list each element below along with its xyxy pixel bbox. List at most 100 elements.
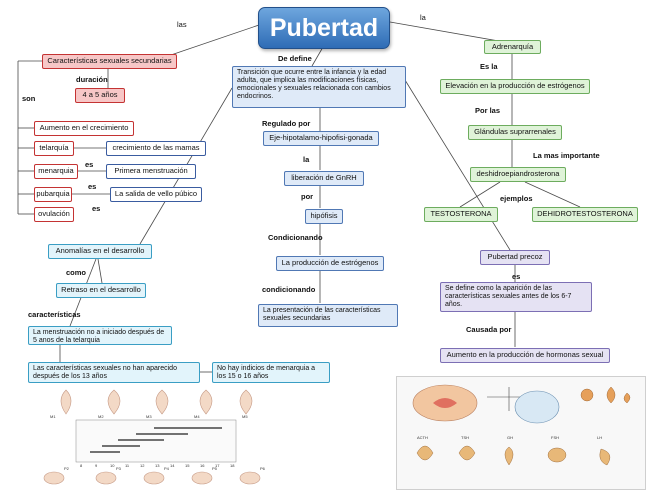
link-label-de-define: De define bbox=[278, 54, 312, 63]
node-edad[interactable]: 4 a 5 años bbox=[75, 88, 125, 103]
torso-figure-3 bbox=[155, 389, 169, 415]
hormone-label-4: FSH bbox=[551, 435, 559, 440]
node-no-indicios-menarquia[interactable]: No hay indicios de menarquia a los 15 o … bbox=[212, 362, 330, 383]
stage-label-top-5: M5 bbox=[242, 414, 248, 419]
endocrine-graphic: ACTH TSH GH FSH LH bbox=[412, 384, 631, 466]
node-definicion[interactable]: Transición que ocurre entre la infancia … bbox=[232, 66, 406, 108]
node-anomalias[interactable]: Anomalías en el desarrollo bbox=[48, 244, 152, 259]
node-eje-hipotalamo[interactable]: Eje-hipotalamo-hipofisi-gonada bbox=[263, 131, 379, 146]
pelvic-figure-5 bbox=[239, 471, 261, 485]
axis-tick-5: 13 bbox=[155, 463, 160, 468]
link-label-causada-por: Causada por bbox=[466, 325, 512, 334]
link-label-caracteristicas: características bbox=[28, 310, 81, 319]
link-label-es-3: es bbox=[92, 204, 101, 213]
node-caracteristicas-no-aparecido[interactable]: Las características sexuales no han apar… bbox=[28, 362, 200, 383]
gland-icon-2 bbox=[606, 386, 616, 404]
link-label-la: la bbox=[420, 13, 426, 22]
stage-label-bottom-4: P5 bbox=[212, 466, 218, 471]
link-label-condicionando-2: condicionando bbox=[262, 285, 316, 294]
link-label-ejemplos: ejemplos bbox=[500, 194, 533, 203]
link-label-es-la: Es la bbox=[480, 62, 498, 71]
node-pubertad-precoz-definicion[interactable]: Se define como la aparición de las carac… bbox=[440, 282, 592, 312]
stage-label-top-4: M4 bbox=[194, 414, 200, 419]
pituitary-icon bbox=[514, 390, 560, 424]
node-caracteristicas-sexuales[interactable]: Características sexuales secundarias bbox=[42, 54, 177, 69]
link-label-por-las: Por las bbox=[475, 106, 501, 115]
tanner-stages-illustration: M1 M2 M3 M4 M5 P2 P3 P4 P5 P6 8 9 10 11 … bbox=[36, 388, 272, 488]
node-testosterona[interactable]: TESTOSTERONA bbox=[424, 207, 498, 222]
node-aumento-crecimiento[interactable]: Aumento en el crecimiento bbox=[34, 121, 134, 136]
node-glandulas-suprarrenales[interactable]: Glándulas suprarrenales bbox=[468, 125, 562, 140]
stage-label-top-3: M3 bbox=[146, 414, 152, 419]
organ-icon-1 bbox=[416, 445, 434, 461]
hormone-label-2: TSH bbox=[461, 435, 469, 440]
node-produccion-estrogenos[interactable]: La producción de estrógenos bbox=[276, 256, 384, 271]
node-deshidroepiandrosterona[interactable]: deshidroepiandrosterona bbox=[470, 167, 566, 182]
link-label-la-mid: la bbox=[303, 155, 310, 164]
hormone-label-3: GH bbox=[507, 435, 513, 440]
torso-figure-1 bbox=[60, 389, 72, 415]
hormone-label-5: LH bbox=[597, 435, 602, 440]
hormone-label-1: ACTH bbox=[417, 435, 428, 440]
axis-tick-10: 18 bbox=[230, 463, 235, 468]
link-label-como: como bbox=[66, 268, 87, 277]
link-label-condicionando: Condicionando bbox=[268, 233, 323, 242]
stage-bars bbox=[90, 427, 222, 453]
link-label-es-precoz: es bbox=[512, 272, 521, 281]
pelvic-figure-4 bbox=[191, 471, 213, 485]
gland-icon-1 bbox=[580, 388, 594, 402]
axis-tick-0: 8 bbox=[80, 463, 83, 468]
node-telarquia[interactable]: telarquía bbox=[34, 141, 74, 156]
torso-figure-4 bbox=[199, 389, 213, 415]
node-elevacion-estrogenos[interactable]: Elevación en la producción de estrógenos bbox=[440, 79, 590, 94]
torso-figure-5 bbox=[239, 389, 253, 415]
organ-icon-4 bbox=[547, 447, 567, 463]
axis-tick-3: 11 bbox=[125, 463, 130, 468]
node-dehidrotestosterona[interactable]: DEHIDROTESTOSTERONA bbox=[532, 207, 638, 222]
stage-label-bottom-3: P4 bbox=[164, 466, 170, 471]
torso-figure-2 bbox=[107, 389, 121, 415]
link-label-duracion: duración bbox=[76, 75, 108, 84]
tanner-stages-graphic: M1 M2 M3 M4 M5 P2 P3 P4 P5 P6 8 9 10 11 … bbox=[43, 389, 266, 485]
node-ovulacion[interactable]: ovulación bbox=[34, 207, 74, 222]
pelvic-figure-2 bbox=[95, 471, 117, 485]
axis-tick-1: 9 bbox=[95, 463, 98, 468]
link-label-es-1: es bbox=[85, 160, 94, 169]
pelvic-figure-3 bbox=[143, 471, 165, 485]
axis-tick-9: 17 bbox=[215, 463, 220, 468]
axis-tick-6: 14 bbox=[170, 463, 175, 468]
organ-icon-3 bbox=[504, 446, 514, 466]
axis-tick-8: 16 bbox=[200, 463, 205, 468]
gland-icon-3 bbox=[623, 392, 631, 404]
node-vello-pubico[interactable]: La salida de vello púbico bbox=[110, 187, 202, 202]
node-retraso[interactable]: Retraso en el desarrollo bbox=[56, 283, 146, 298]
node-hipofisis[interactable]: hipófisis bbox=[305, 209, 343, 224]
hypothalamus-icon bbox=[433, 398, 457, 408]
node-adrenarquia[interactable]: Adrenarquía bbox=[484, 40, 541, 54]
stage-label-bottom-1: P2 bbox=[64, 466, 70, 471]
stage-label-bottom-5: P6 bbox=[260, 466, 266, 471]
link-label-regulado-por: Regulado por bbox=[262, 119, 311, 128]
link-label-son: son bbox=[22, 94, 36, 103]
link-label-es-2: es bbox=[88, 182, 97, 191]
node-menarquia[interactable]: menarquia bbox=[34, 164, 78, 179]
axis-tick-7: 15 bbox=[185, 463, 190, 468]
node-pubarquia[interactable]: pubarquia bbox=[34, 187, 72, 202]
stage-label-top-1: M1 bbox=[50, 414, 56, 419]
stage-chart-frame bbox=[75, 419, 237, 463]
node-primera-menstruacion[interactable]: Primera menstruación bbox=[106, 164, 196, 179]
organ-icon-2 bbox=[458, 445, 476, 461]
link-label-las: las bbox=[177, 20, 187, 29]
node-gnrh[interactable]: liberación de GnRH bbox=[284, 171, 364, 186]
link-label-la-mas-importante: La mas importante bbox=[533, 151, 600, 160]
node-menstruacion-no-iniciada[interactable]: La menstruación no a iniciado después de… bbox=[28, 326, 172, 345]
node-pubertad-precoz[interactable]: Pubertad precoz bbox=[480, 250, 550, 265]
node-crecimiento-mamas[interactable]: crecimiento de las mamas bbox=[106, 141, 206, 156]
node-presentacion-caracteristicas[interactable]: La presentación de las características s… bbox=[258, 304, 398, 327]
node-aumento-hormonas[interactable]: Aumento en la producción de hormonas sex… bbox=[440, 348, 610, 363]
endocrine-illustration: ACTH TSH GH FSH LH bbox=[396, 376, 646, 490]
stage-label-top-2: M2 bbox=[98, 414, 104, 419]
axis-tick-4: 12 bbox=[140, 463, 145, 468]
title-node[interactable]: Pubertad bbox=[258, 7, 390, 49]
